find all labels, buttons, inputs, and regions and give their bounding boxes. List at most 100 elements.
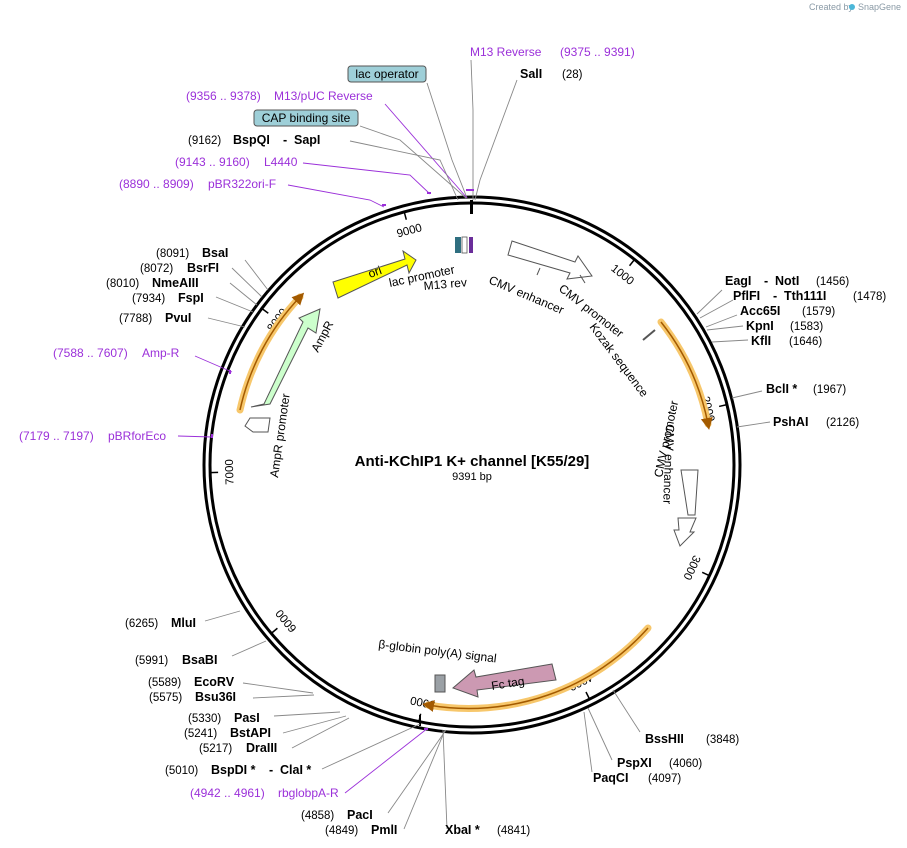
- enzyme-pflfi-name: PflFI: [733, 289, 760, 303]
- enzyme-xbai-pos: (4841): [497, 825, 530, 837]
- enzyme-bsu36i-name: Bsu36I: [195, 690, 236, 704]
- enzyme-bsrfi-name: BsrFI: [187, 261, 219, 275]
- cap-binding-site-box: [253, 109, 359, 127]
- ampr-orf-arrow: [239, 292, 305, 411]
- enzyme-sapi-name2: SapI: [294, 133, 320, 147]
- l4440-marker: [427, 192, 431, 194]
- primer-l4440-range: (9143 .. 9160): [175, 155, 250, 169]
- kozak-feature: [642, 329, 656, 341]
- enzyme-ecorv-pos: (5589): [148, 677, 181, 689]
- primer-m13-reverse-range: (9375 .. 9391): [560, 45, 635, 59]
- enzyme-eagi-pos: (1456): [816, 276, 849, 288]
- m13-reverse-marker: [466, 189, 474, 191]
- pbr322ori-marker: [382, 204, 386, 206]
- enzyme-acc65i-name: Acc65I: [740, 304, 780, 318]
- tick-mark-1000: [628, 259, 636, 267]
- primer-rbglobpa-range: (4942 .. 4961): [190, 786, 265, 800]
- enzyme-bsshii-name: BssHII: [645, 732, 684, 746]
- enzyme-kpni-pos: (1583): [790, 321, 823, 333]
- enzyme-bstapi-name: BstAPI: [230, 726, 271, 740]
- primer-pbr322ori-range: (8890 .. 8909): [119, 177, 194, 191]
- tick-mark-8000: [261, 307, 269, 314]
- fc-orf-arrow: [422, 627, 649, 712]
- enzyme-sali-pos: (28): [562, 69, 583, 81]
- enzyme-labels: SalI (28) (9162) BspQI - SapI (8091) Bsa…: [106, 67, 886, 837]
- tick-label-3000: 3000: [680, 553, 702, 581]
- beta-globin-polya-feature: [434, 674, 446, 693]
- enzyme-tth111i-name: Tth111I: [784, 289, 826, 303]
- enzyme-bsrfi-pos: (8072): [140, 263, 173, 275]
- primer-m13-puc-range: (9356 .. 9378): [186, 89, 261, 103]
- enzyme-bsabi-name: BsaBI: [182, 653, 217, 667]
- primer-amp-r-range: (7588 .. 7607): [53, 346, 128, 360]
- enzyme-ecorv-name: EcoRV: [194, 675, 235, 689]
- enzyme-kfli-name: KflI: [751, 334, 771, 348]
- cap-binding-site-box-label: CAP binding site: [262, 111, 351, 125]
- enzyme-pspxi-name: PspXI: [617, 756, 652, 770]
- enzyme-acc65i-pos: (1579): [802, 306, 835, 318]
- enzyme-pspxi-pos: (4060): [669, 758, 702, 770]
- enzyme-mlui-pos: (6265): [125, 618, 158, 630]
- primer-l4440-name: L4440: [264, 155, 298, 169]
- enzyme-paci-pos: (4858): [301, 810, 334, 822]
- enzyme-sali-name: SalI: [520, 67, 542, 81]
- leader-lines: [177, 59, 771, 830]
- sali-site-marker: [470, 200, 473, 214]
- plasmid-title-block: Anti-KChIP1 K+ channel [K55/29] 9391 bp: [355, 453, 590, 483]
- enzyme-eagi-name: EagI: [725, 274, 751, 288]
- primer-pbr322ori-name: pBR322ori-F: [208, 177, 276, 191]
- cmv-promoter-2-feature: [673, 517, 697, 547]
- enzyme-clai-name: ClaI *: [280, 763, 311, 777]
- enzyme-pvui-pos: (7788): [119, 313, 152, 325]
- primer-m13-reverse-name: M13 Reverse: [470, 45, 542, 59]
- enzyme-mlui-name: MluI: [171, 616, 196, 630]
- enzyme-kpni-name: KpnI: [746, 319, 774, 333]
- m13-rev-feature: [469, 237, 473, 253]
- tick-mark-9000: [403, 211, 408, 220]
- enzyme-bstapi-pos: (5241): [184, 728, 217, 740]
- enzyme-nmeaiii-name: NmeAIII: [152, 276, 199, 290]
- lac-operator-box: [347, 65, 427, 83]
- backbone-outer: [202, 195, 742, 735]
- m13-rev-label: M13 rev: [423, 275, 467, 293]
- enzyme-bspqi-pos: (9162): [188, 135, 221, 147]
- primer-m13-puc-name: M13/pUC Reverse: [274, 89, 373, 103]
- ampr-promoter-label: AmpR promoter: [267, 393, 293, 479]
- primer-amp-r-name: Amp-R: [142, 346, 180, 360]
- cmv-enhancer-label: CMV enhancer: [487, 273, 566, 317]
- enzyme-bspdi-dash: -: [269, 763, 273, 777]
- amp-r-marker: [229, 370, 231, 374]
- bspdi-site-marker: [419, 715, 421, 726]
- boxed-features: lac operator CAP binding site: [253, 65, 427, 127]
- enzyme-paqci-pos: (4097): [648, 773, 681, 785]
- cmv-enhancer-2-label: CMV enhancer: [660, 424, 677, 504]
- enzyme-pasi-name: PasI: [234, 711, 260, 725]
- enzyme-sapi-name: -: [283, 133, 287, 147]
- enzyme-bspqi-name: BspQI: [233, 133, 270, 147]
- primer-pbrforeco-range: (7179 .. 7197): [19, 429, 94, 443]
- enzyme-bspdi-pos: (5010): [165, 765, 198, 777]
- enzyme-draiii-name: DraIII: [246, 741, 277, 755]
- credit-brand: SnapGene: [858, 2, 901, 12]
- enzyme-pmli-name: PmlI: [371, 823, 397, 837]
- ori-feature: [332, 249, 417, 299]
- orf2-arrow: [660, 321, 713, 430]
- enzyme-bspdi-name: BspDI *: [211, 763, 256, 777]
- cmv-enhancer-2-feature: [680, 469, 699, 516]
- primer-labels: M13 Reverse (9375 .. 9391) (9356 .. 9378…: [19, 45, 635, 800]
- primer-markers: [211, 189, 474, 730]
- enzyme-pshai-pos: (2126): [826, 417, 859, 429]
- tick-mark-6000: [270, 627, 278, 634]
- fc-tag-label: Fc tag: [490, 674, 525, 693]
- enzyme-bsai-name: BsaI: [202, 246, 228, 260]
- lac-operator-box-label: lac operator: [355, 67, 418, 81]
- primer-rbglobpa-name: rbglobpA-R: [278, 786, 339, 800]
- pbrforeco-marker: [211, 434, 213, 438]
- tick-mark-4000: [585, 691, 591, 700]
- enzyme-bsabi-pos: (5991): [135, 655, 168, 667]
- enzyme-pasi-pos: (5330): [188, 713, 221, 725]
- lac-promoter-feature: [455, 237, 461, 253]
- primer-pbrforeco-name: pBRforEco: [108, 429, 166, 443]
- cmv-enhancer-feature: [507, 240, 593, 280]
